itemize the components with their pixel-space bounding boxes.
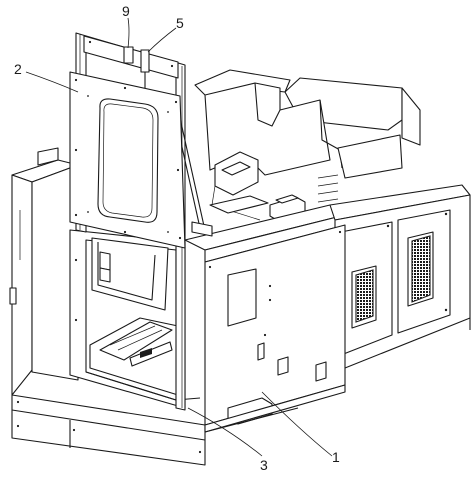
right-cabinet xyxy=(329,184,471,373)
callout-labels: 9 5 2 3 1 xyxy=(14,3,340,473)
base-plinth xyxy=(11,384,346,466)
inner-bay xyxy=(204,82,403,223)
door-panel xyxy=(69,71,186,249)
door-frame-lower xyxy=(69,229,201,409)
callout-3: 3 xyxy=(260,457,268,473)
left-body xyxy=(9,147,79,396)
callout-9: 9 xyxy=(122,3,130,19)
callout-5: 5 xyxy=(176,15,184,31)
callout-2: 2 xyxy=(14,61,22,77)
callout-1: 1 xyxy=(332,449,340,465)
leader-lines xyxy=(25,17,333,457)
